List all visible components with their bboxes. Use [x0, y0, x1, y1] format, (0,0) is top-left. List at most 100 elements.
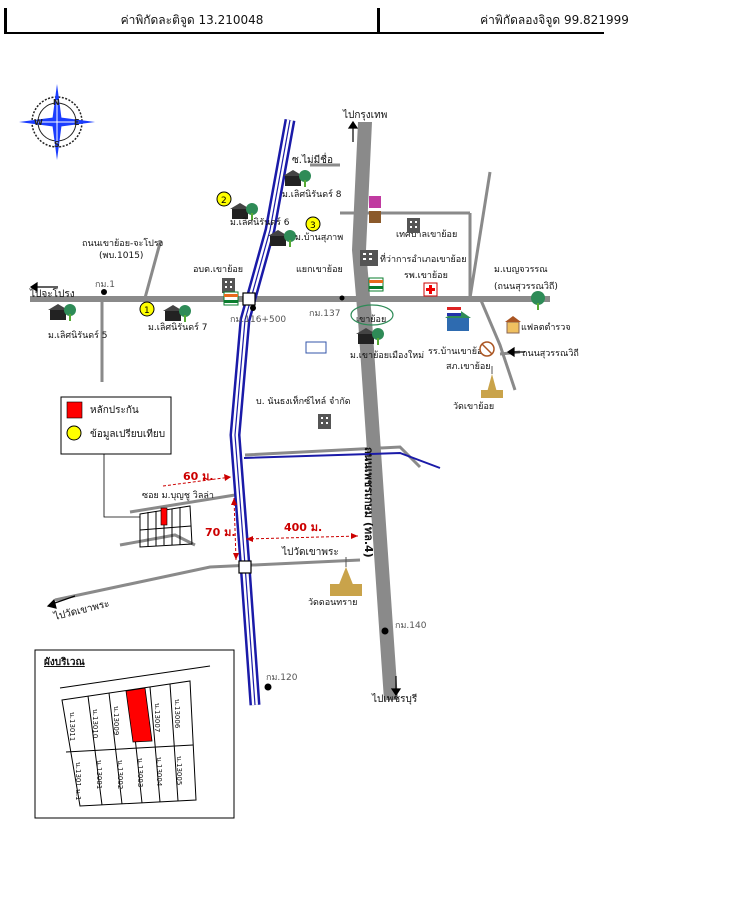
label-district-office: ที่ว่าการอำเภอเขาย้อย: [380, 252, 466, 265]
label-benchawan: ม.เบญจวรรณ: [494, 265, 548, 275]
svg-text:3: 3: [310, 221, 316, 231]
label-municipality: เทศบาลเขาย้อย: [396, 229, 457, 240]
building-icon: [318, 414, 331, 429]
label-moo6: ม.เลิศนิรันดร์ 6: [230, 216, 290, 228]
phetkasem-highway: [352, 122, 398, 700]
shop-icon: [369, 196, 381, 208]
label-khao-yoi-junction: แยกเขาย้อย: [296, 264, 343, 275]
plot-label: น.13001: [95, 760, 103, 789]
label-to-phetchaburi: ไปเพชรบุรี: [371, 693, 418, 705]
label-km1: กม.1: [95, 280, 115, 290]
building-icon: [222, 278, 235, 293]
label-khao-yoi-hill: เขาย้อย: [356, 314, 386, 325]
village-icon: [531, 291, 545, 310]
compass-w: W: [34, 118, 43, 127]
longitude-cell: ค่าพิกัดลองจิจูด 99.821999: [480, 12, 629, 27]
bridge-icon: [238, 560, 252, 574]
temple-icon: [330, 557, 362, 596]
hospital-icon: [423, 282, 438, 297]
label-wat-don-sai: วัดดอนทราย: [308, 598, 357, 608]
shop-icon: [369, 211, 381, 223]
label-km137: กม.137: [309, 309, 340, 319]
bank-icon: [305, 341, 327, 354]
plot-label: น.13009: [112, 706, 120, 735]
label-hospital: รพ.เขาย้อย: [404, 270, 448, 281]
plot-label: น.13006: [173, 699, 181, 729]
village-icon: [163, 305, 191, 322]
legend: หลักประกัน ข้อมูลเปรียบเทียบ: [60, 396, 172, 455]
village-icon: [230, 203, 258, 220]
plot-label: น.13010: [91, 709, 99, 738]
plot-label: น.13004: [155, 757, 163, 787]
flat-icon: [505, 316, 521, 334]
svg-text:1: 1: [144, 306, 150, 316]
direction-arrows: [29, 120, 525, 697]
label-obt: อบต.เขาย้อย: [193, 264, 243, 275]
site-plan-title: ผังบริเวณ: [44, 656, 85, 668]
seven-eleven-icon: [368, 277, 384, 292]
label-km140: กม.140: [395, 621, 427, 631]
label-km116: กม.116+500: [230, 315, 286, 325]
minor-roads: [54, 163, 521, 602]
svg-text:70 ม.: 70 ม.: [205, 526, 236, 539]
label-to-chapong: ไปจะโปรง: [29, 287, 75, 300]
collateral-plot-small: [160, 507, 168, 526]
km-markers: [101, 289, 389, 691]
compass-s: S: [54, 140, 60, 149]
svg-text:2: 2: [221, 196, 227, 206]
compass-icon: N S E W: [19, 84, 95, 160]
plot-label: น.13005: [175, 756, 183, 785]
label-km120: กม.120: [266, 673, 298, 683]
label-suwanwithi: ถนนสุวรรณวิถี: [522, 348, 579, 359]
site-plan-inset: ผังบริเวณ น.13011 น.13010 น.13009 น.1300…: [34, 649, 235, 819]
distance-60: 60 ม.: [162, 470, 232, 487]
label-police: สภ.เขาย้อย: [446, 361, 491, 372]
school-icon: [445, 307, 471, 331]
label-company: บ. นันธงเท็กซ์ไทล์ จำกัด: [256, 394, 351, 407]
label-new-village: ม.เขาย้อยเมืองใหม่: [350, 350, 424, 361]
comparison-marker-2: 2: [216, 191, 232, 207]
legend-collateral-label: หลักประกัน: [90, 405, 139, 416]
label-wat-khao-yoi: วัดเขาย้อย: [453, 401, 494, 412]
coordinate-underline: [4, 32, 604, 34]
label-school: รร.บ้านเขาย้อย: [428, 346, 488, 357]
label-khao-yoi-road: ถนนเขาย้อย-จะโปรง: [82, 238, 163, 249]
label-unnamed-soi: ซ.ไม่มีชื่อ: [292, 152, 333, 166]
label-to-bangkok: ไปกรุงเทพ: [342, 109, 387, 121]
building-icon: [407, 218, 420, 233]
comparison-marker-3: 3: [305, 216, 321, 232]
distance-400: 400 ม.: [245, 521, 359, 542]
collateral-plot: [125, 687, 153, 743]
label-soi-boonyu: ซอย ม.บุญชู วิลล่า: [142, 490, 214, 501]
hill-outline: [350, 304, 394, 326]
label-suphap: ม.บ้านสุภาพ: [295, 232, 343, 243]
police-station-icon: [479, 341, 495, 357]
plot-label: น.13007: [153, 703, 161, 732]
village-icon: [283, 170, 311, 187]
khao-yoi-chapong-road: [30, 296, 550, 302]
building-icon: [360, 250, 378, 266]
plot-label: น.1301 น.1: [74, 762, 82, 801]
svg-text:60 ม.: 60 ม.: [183, 470, 214, 483]
canal: [229, 119, 441, 706]
temple-icon: [481, 366, 503, 398]
label-to-wat-khao-phra: ไปวัดเขาพระ: [281, 546, 339, 558]
village-icon: [356, 328, 384, 345]
plot-label: น.13011: [68, 712, 76, 741]
label-khao-yoi-road-code: (พบ.1015): [99, 251, 143, 261]
legend-leader-line: [103, 454, 140, 518]
coordinate-bar: ค่าพิกัดละติจูด 13.210048 ค่าพิกัดลองจิจ…: [4, 8, 736, 34]
label-benchawan-road: (ถนนสุวรรณวิถี): [494, 281, 558, 292]
label-moo5: ม.เลิศนิรันดร์ 5: [48, 329, 108, 341]
seven-eleven-icon: [223, 291, 239, 306]
label-moo7: ม.เลิศนิรันดร์ 7: [148, 321, 208, 333]
compass-e: E: [74, 118, 79, 127]
bridge-icon: [242, 292, 256, 306]
legend-comparison-swatch: [66, 425, 82, 441]
label-moo8: ม.เลิศนิรันดร์ 8: [282, 188, 342, 200]
compass-n: N: [53, 98, 60, 107]
village-icon: [48, 304, 76, 321]
svg-text:400 ม.: 400 ม.: [284, 521, 322, 534]
comparison-marker-1: 1: [139, 301, 155, 317]
